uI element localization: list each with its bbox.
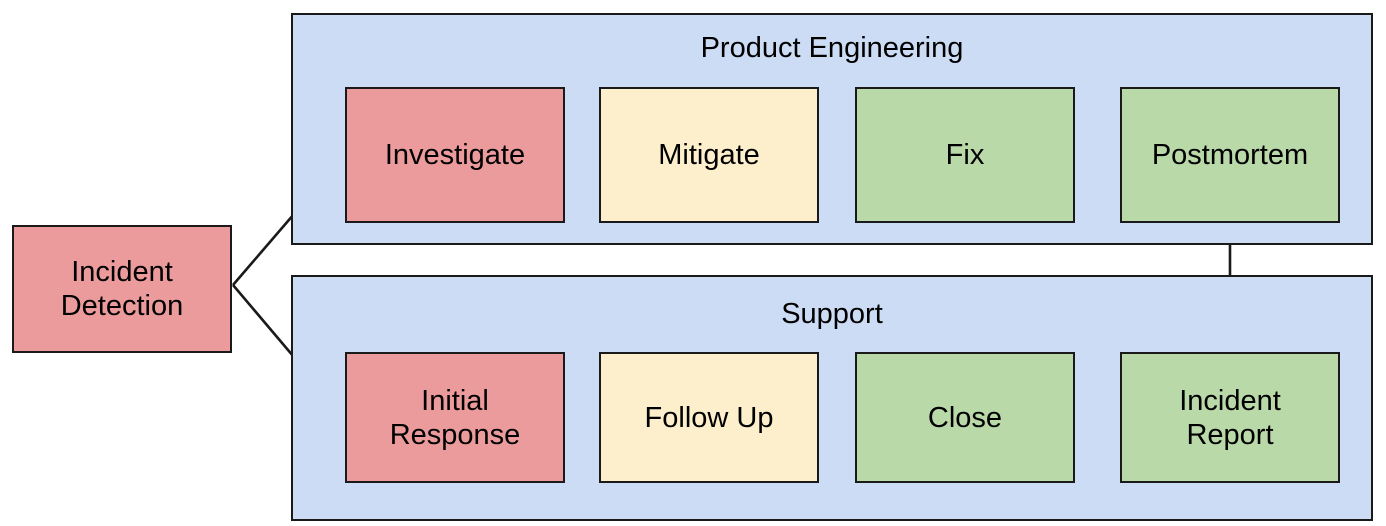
- node-fix[interactable]: Fix: [855, 87, 1075, 223]
- swimlane-label-product-engineering: Product Engineering: [700, 32, 964, 64]
- node-close[interactable]: Close: [855, 352, 1075, 483]
- node-incident-detection[interactable]: Incident Detection: [12, 225, 232, 353]
- node-incident-report[interactable]: Incident Report: [1120, 352, 1340, 483]
- node-postmortem[interactable]: Postmortem: [1120, 87, 1340, 223]
- swimlane-label-support: Support: [781, 298, 883, 330]
- node-follow-up[interactable]: Follow Up: [599, 352, 819, 483]
- node-investigate[interactable]: Investigate: [345, 87, 565, 223]
- node-mitigate[interactable]: Mitigate: [599, 87, 819, 223]
- node-initial-response[interactable]: Initial Response: [345, 352, 565, 483]
